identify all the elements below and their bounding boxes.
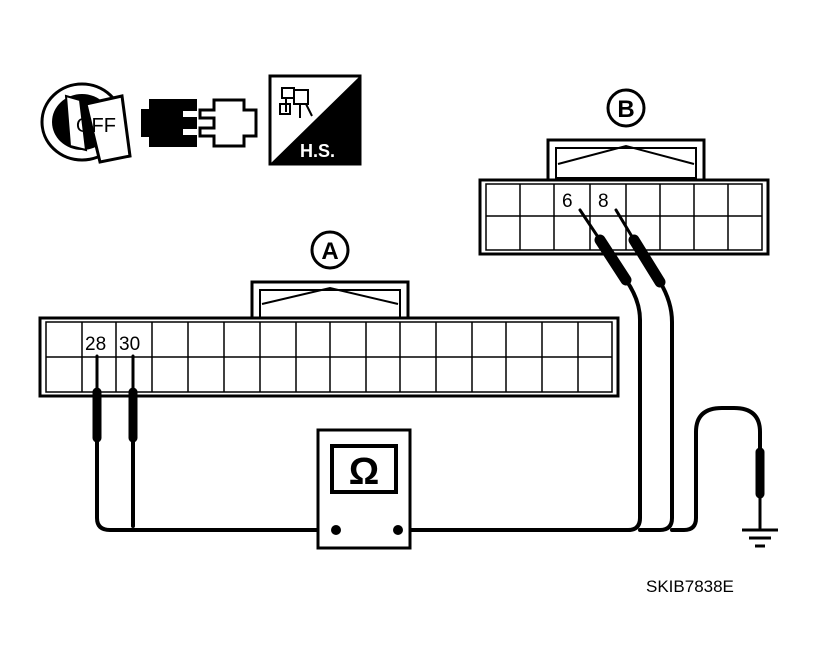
wire-pin-28 [95, 436, 320, 532]
meter-terminal-right [393, 525, 403, 535]
wire-pin-6 [402, 278, 642, 532]
harness-side-icon: H.S. [268, 74, 362, 166]
ohmmeter: Ω [316, 428, 412, 550]
probe-pin-8-tip [614, 208, 636, 242]
ignition-switch-off-icon: OFF [40, 82, 132, 164]
connector-a-label: A [321, 238, 338, 265]
probe-wires [92, 208, 765, 532]
meter-terminal-left [331, 525, 341, 535]
connector-b: B 6 8 [478, 88, 770, 256]
probe-pin-8-body [628, 234, 666, 288]
probe-pin-6-body [594, 234, 632, 286]
connector-a-pin-30: 30 [119, 334, 140, 355]
connector-b-label: B [617, 96, 634, 123]
ground-symbol-icon [742, 528, 778, 548]
connector-b-marker [606, 88, 646, 128]
connector-a-pin-28: 28 [85, 334, 106, 355]
connector-a: A 28 30 [38, 230, 620, 398]
wire-pin-8 [638, 280, 674, 532]
connector-a-marker [310, 230, 350, 270]
harness-side-text: H.S. [300, 141, 335, 161]
probe-pin-6-tip [578, 208, 602, 242]
connector-b-pin-6: 6 [562, 191, 573, 212]
figure-code: SKIB7838E [646, 577, 734, 596]
disconnect-connector-icon [141, 98, 258, 148]
ground-lead-wire [670, 406, 762, 532]
connector-b-pin-8: 8 [598, 191, 609, 212]
harness-connector-icon [279, 87, 313, 118]
ignition-off-text: OFF [76, 115, 116, 137]
ohm-symbol: Ω [349, 451, 379, 493]
